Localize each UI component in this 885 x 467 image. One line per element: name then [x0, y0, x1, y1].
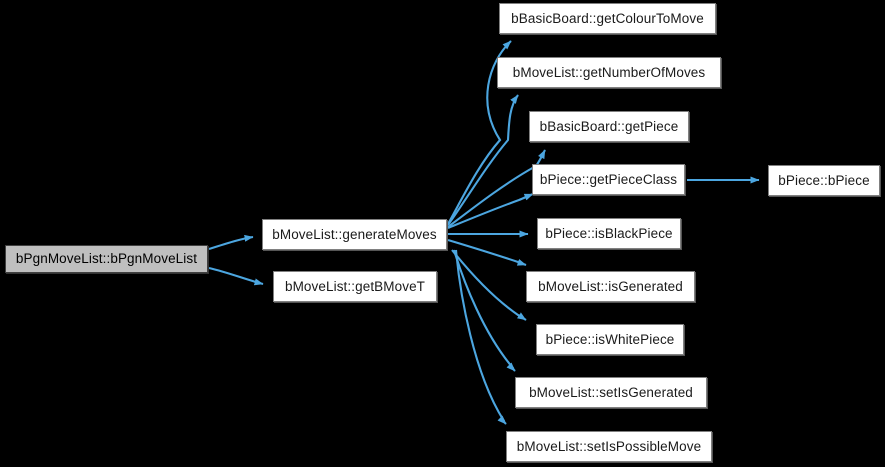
node-label: bMoveList::getNumberOfMoves: [512, 64, 706, 80]
edge-root-to-generateMoves: [208, 234, 254, 251]
edge-generateMoves-to-getNumberOfMoves: [447, 94, 519, 226]
node-bpiece-constructor[interactable]: bPiece::bPiece: [768, 165, 880, 196]
node-label: bMoveList::generateMoves: [272, 226, 437, 242]
node-label: bPiece::getPieceClass: [539, 171, 678, 187]
node-bmovelist-getbmovet[interactable]: bMoveList::getBMoveT: [273, 271, 437, 302]
node-bmovelist-isgenerated[interactable]: bMoveList::isGenerated: [526, 271, 695, 302]
node-bpgnmovelist-constructor[interactable]: bPgnMoveList::bPgnMoveList: [5, 245, 208, 273]
node-bpiece-getpiececlass[interactable]: bPiece::getPieceClass: [532, 164, 685, 195]
node-bpiece-isblackpiece[interactable]: bPiece::isBlackPiece: [537, 218, 681, 249]
node-label: bPiece::isWhitePiece: [545, 331, 675, 347]
node-bpiece-iswhitepiece[interactable]: bPiece::isWhitePiece: [536, 324, 684, 355]
node-label: bPgnMoveList::bPgnMoveList: [15, 251, 198, 267]
edge-generateMoves-to-isWhitePiece: [451, 249, 527, 321]
node-label: bMoveList::getBMoveT: [284, 278, 426, 294]
node-bbasicboard-getpiece[interactable]: bBasicBoard::getPiece: [529, 111, 689, 142]
edge-generateMoves-to-getPieceClass: [447, 193, 534, 229]
node-label: bMoveList::setIsGenerated: [529, 384, 693, 400]
node-bmovelist-setispossiblemove[interactable]: bMoveList::setIsPossibleMove: [506, 431, 712, 462]
edge-generateMoves-to-setIsGenerated: [452, 249, 516, 372]
edge-generateMoves-to-getColourToMove: [447, 40, 512, 225]
node-bmovelist-setisgenerated[interactable]: bMoveList::setIsGenerated: [515, 377, 707, 408]
edge-generateMoves-to-setIsPossibleMove: [454, 249, 507, 425]
node-label: bMoveList::setIsPossibleMove: [516, 438, 702, 454]
node-bmovelist-getnumberofmoves[interactable]: bMoveList::getNumberOfMoves: [497, 57, 721, 88]
edge-root-to-getBMoveT: [208, 266, 264, 286]
node-label: bBasicBoard::getPiece: [539, 118, 679, 134]
node-bbasicboard-getcolourtomove[interactable]: bBasicBoard::getColourToMove: [499, 3, 716, 34]
node-label: bBasicBoard::getColourToMove: [511, 10, 704, 26]
node-bmovelist-generatemoves[interactable]: bMoveList::generateMoves: [262, 219, 447, 250]
node-label: bMoveList::isGenerated: [538, 278, 683, 294]
edge-generateMoves-to-getPiece: [447, 149, 546, 228]
node-label: bPiece::isBlackPiece: [545, 225, 673, 241]
node-label: bPiece::bPiece: [778, 172, 870, 188]
edge-generateMoves-to-isGenerated: [447, 238, 527, 266]
